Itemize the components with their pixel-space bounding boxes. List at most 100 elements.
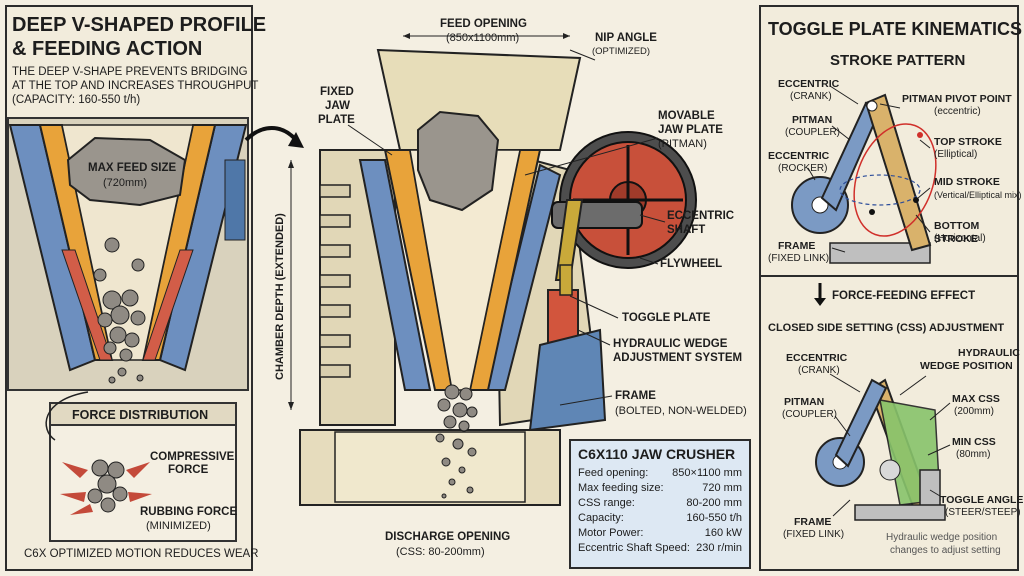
stroke-title: STROKE PATTERN: [830, 52, 966, 69]
max-css-sub: (200mm): [954, 406, 995, 417]
flywheel-label: FLYWHEEL: [660, 258, 723, 270]
left-desc-line3: (CAPACITY: 160-550 t/h): [12, 94, 141, 106]
spec-row: Max feeding size: 720 mm: [578, 481, 742, 496]
frame-1-sub: (FIXED LINK): [768, 253, 830, 264]
hyd-2: WEDGE POSITION: [920, 360, 1013, 372]
discharge-label: DISCHARGE OPENING: [385, 531, 511, 543]
fixed-jaw-1: FIXED: [320, 86, 354, 98]
spec-value: 230 r/min: [696, 542, 742, 554]
max-css: MAX CSS: [952, 393, 1000, 405]
eccentric-shaft-2: SHAFT: [667, 224, 706, 236]
pitman2: PITMAN: [784, 396, 825, 408]
rubbing-line1: RUBBING FORCE: [140, 506, 238, 518]
right-liner-red: [142, 249, 194, 361]
pivot-sub: (eccentric): [934, 106, 981, 117]
spec-label: Max feeding size:: [578, 482, 664, 494]
big-rock: [66, 136, 187, 207]
nip-angle-label: NIP ANGLE: [595, 32, 657, 44]
hydraulic-1: HYDRAULIC WEDGE: [613, 338, 728, 350]
frame2-sub: (FIXED LINK): [783, 529, 845, 540]
right-block: [224, 159, 246, 241]
spec-row: CSS range: 80-200 mm: [578, 496, 742, 511]
frame-sub: (BOLTED, NON-WELDED): [615, 405, 747, 417]
max-feed-label: MAX FEED SIZE: [88, 162, 177, 174]
discharge-sub: (CSS: 80-200mm): [396, 546, 485, 558]
spec-value: 850×1100 mm: [672, 467, 742, 479]
spec-value: 160 kW: [704, 527, 742, 539]
movable-jaw-1: MOVABLE: [658, 110, 715, 122]
right-title: TOGGLE PLATE KINEMATICS: [768, 19, 1023, 39]
feed-opening-value: (850x1100mm): [446, 32, 520, 44]
left-desc-line1: THE DEEP V-SHAPE PREVENTS BRIDGING: [12, 66, 248, 78]
discharge-rocks: [435, 384, 478, 499]
frame-1: FRAME: [778, 240, 816, 252]
ecc-crank: ECCENTRIC: [778, 78, 840, 90]
movable-jaw-3: (PITMAN): [658, 138, 707, 150]
feed-opening-label: FEED OPENING: [440, 18, 527, 30]
rock-pile: [93, 237, 146, 384]
top-stroke: TOP STROKE: [934, 136, 1002, 148]
spec-box: [569, 439, 751, 569]
frame-link-1: [829, 242, 931, 264]
fixed-jaw-2: JAW: [325, 100, 350, 112]
spec-row: Eccentric Shaft Speed: 230 r/min: [578, 541, 742, 556]
toggle-angle-sub: (STEER/STEEP): [945, 507, 1021, 518]
compressive-line1: COMPRESSIVE: [150, 451, 235, 463]
top-stroke-sub: (Elliptical): [934, 149, 978, 160]
left-title-line1: DEEP V-SHAPED PROFILE: [12, 14, 267, 36]
ecc-crank-sub: (CRANK): [790, 91, 832, 102]
nip-angle-value: (OPTIMIZED): [592, 46, 651, 57]
force-title: FORCE DISTRIBUTION: [72, 408, 209, 422]
bottom-stroke: BOTTOM STROKE: [934, 220, 980, 245]
left-liner-red: [61, 249, 113, 361]
spec-label: Capacity:: [578, 512, 624, 524]
left-footer: C6X OPTIMIZED MOTION REDUCES WEAR: [24, 548, 259, 560]
toggle-plate-label: TOGGLE PLATE: [622, 312, 711, 324]
mid-stroke: MID STROKE: [934, 176, 1000, 188]
force-arrows: [60, 462, 152, 515]
mid-stroke-sub: (Vertical/Elliptical mix): [934, 190, 1022, 200]
frame-label: FRAME: [615, 390, 656, 402]
hydraulic-2: ADJUSTMENT SYSTEM: [613, 352, 743, 364]
spec-label: Feed opening:: [578, 467, 649, 479]
ecc-rocker: ECCENTRIC: [768, 150, 830, 162]
frame2: FRAME: [794, 516, 832, 528]
spec-table: C6X110 JAW CRUSHER Feed opening: 850×1100…: [578, 446, 742, 556]
rubbing-line2: (MINIMIZED): [146, 520, 211, 532]
spec-value: 160-550 t/h: [686, 512, 742, 524]
min-css-sub: (80mm): [956, 449, 991, 460]
pitman2-sub: (COUPLER): [782, 409, 838, 420]
pitman: PITMAN: [792, 114, 833, 126]
spec-label: CSS range:: [578, 497, 635, 509]
spec-label: Eccentric Shaft Speed:: [578, 542, 690, 554]
note-1: Hydraulic wedge position: [886, 532, 998, 543]
spec-label: Motor Power:: [578, 527, 644, 539]
toggle-angle: TOGGLE ANGLE: [940, 494, 1024, 506]
fixed-jaw-3: PLATE: [318, 114, 355, 126]
spec-row: Motor Power: 160 kW: [578, 526, 742, 541]
spec-row: Feed opening: 850×1100 mm: [578, 466, 742, 481]
force-rocks: [87, 459, 128, 513]
spec-value: 80-200 mm: [686, 497, 742, 509]
spec-value: 720 mm: [702, 482, 742, 494]
css-title: CLOSED SIDE SETTING (CSS) ADJUSTMENT: [768, 322, 1005, 334]
force-feeding: FORCE-FEEDING EFFECT: [832, 290, 976, 302]
eccentric-shaft-1: ECCENTRIC: [667, 210, 735, 222]
note-2: changes to adjust setting: [890, 545, 1001, 556]
left-desc-line2: AT THE TOP AND INCREASES THROUGHPUT: [12, 80, 259, 92]
hyd-1: HYDRAULIC: [958, 347, 1020, 359]
ecc2: ECCENTRIC: [786, 352, 848, 364]
movable-jaw-2: JAW PLATE: [658, 124, 723, 136]
compressive-line2: FORCE: [168, 464, 209, 476]
spec-title: C6X110 JAW CRUSHER: [578, 446, 736, 462]
pitman-sub: (COUPLER): [785, 127, 841, 138]
bottom-stroke-sub: (Horizontal): [934, 233, 986, 244]
feed-rock: [417, 110, 500, 212]
left-title-line2: & FEEDING ACTION: [12, 38, 203, 60]
spec-row: Capacity: 160-550 t/h: [578, 511, 742, 526]
pivot-label: PITMAN PIVOT POINT: [902, 93, 1012, 105]
ecc-rocker-sub: (ROCKER): [778, 163, 828, 174]
ecc2-sub: (CRANK): [798, 365, 840, 376]
chamber-depth-label: CHAMBER DEPTH (EXTENDED): [274, 213, 286, 380]
